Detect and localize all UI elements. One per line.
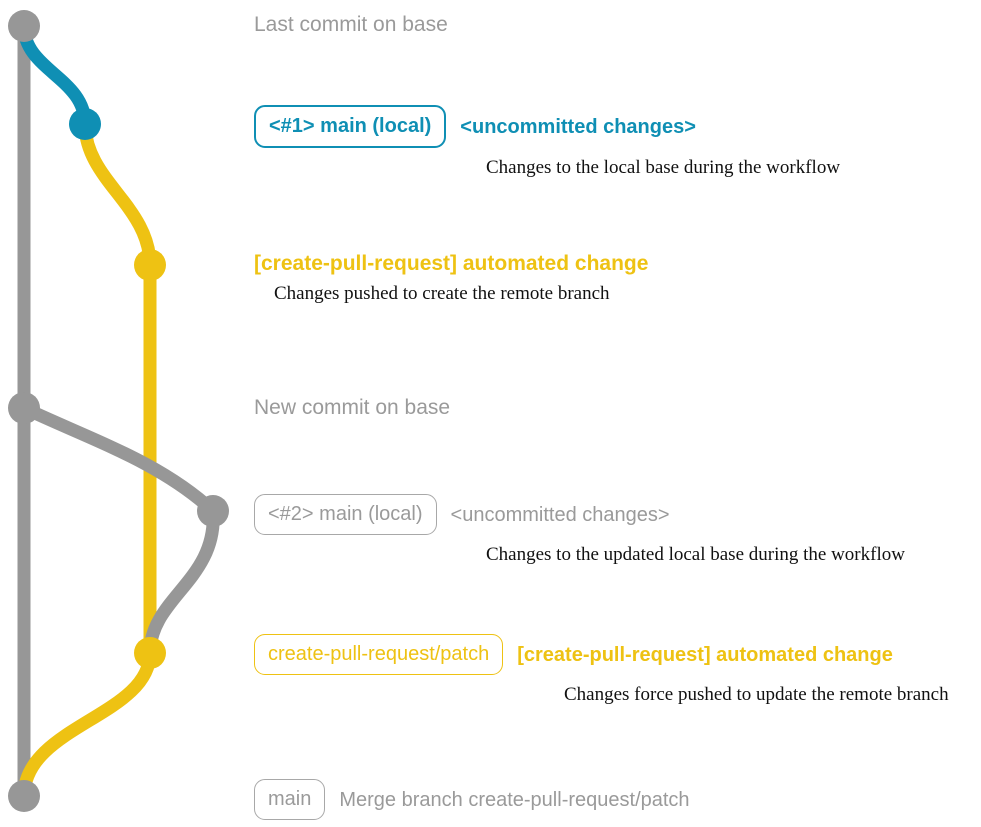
commit-subject-last-commit-on-base: Last commit on base bbox=[254, 13, 448, 36]
commit-note-create-pull-request-automated-change-2: Changes force pushed to update the remot… bbox=[564, 684, 949, 705]
row-create-pull-request-automated-change-1: [create-pull-request] automated change C… bbox=[254, 253, 648, 305]
ref-badge-main[interactable]: main bbox=[254, 779, 326, 820]
ref-badge-create-pull-request-patch[interactable]: create-pull-request/patch bbox=[254, 634, 504, 675]
row-line: <#1> main (local) <uncommitted changes> bbox=[254, 105, 840, 148]
row-uncommitted-changes-1: <#1> main (local) <uncommitted changes> … bbox=[254, 105, 840, 179]
commit-subject-new-commit-on-base: New commit on base bbox=[254, 396, 451, 419]
commit-subject-create-pull-request-automated-change-1: [create-pull-request] automated change bbox=[254, 252, 649, 275]
node-local-commit-2[interactable] bbox=[197, 495, 229, 527]
edge-base-to-local-2 bbox=[17, 401, 220, 518]
commit-note-uncommitted-changes-2: Changes to the updated local base during… bbox=[486, 544, 905, 565]
row-uncommitted-changes-2: <#2> main (local) <uncommitted changes> … bbox=[254, 494, 905, 566]
ref-badge-main-local-2[interactable]: <#2> main (local) bbox=[254, 494, 437, 535]
commit-subject-merge-branch: Merge branch create-pull-request/patch bbox=[339, 788, 690, 811]
node-merge-commit[interactable] bbox=[8, 780, 40, 812]
commit-note-create-pull-request-automated-change-1: Changes pushed to create the remote bran… bbox=[274, 283, 610, 304]
row-new-commit-on-base: New commit on base bbox=[254, 397, 450, 418]
edge-local-1-to-patch-1 bbox=[78, 117, 157, 272]
row-line: create-pull-request/patch [create-pull-r… bbox=[254, 634, 949, 675]
commit-subject-uncommitted-changes-1: <uncommitted changes> bbox=[460, 115, 696, 138]
row-last-commit-on-base: Last commit on base bbox=[254, 14, 448, 35]
row-merge-branch: main Merge branch create-pull-request/pa… bbox=[254, 779, 690, 820]
edge-local-2-to-patch-2 bbox=[143, 504, 220, 660]
row-line: Last commit on base bbox=[254, 14, 448, 35]
ref-badge-main-local-1[interactable]: <#1> main (local) bbox=[254, 105, 447, 148]
node-base-new-commit[interactable] bbox=[8, 392, 40, 424]
row-create-pull-request-automated-change-2: create-pull-request/patch [create-pull-r… bbox=[254, 634, 949, 706]
row-line: main Merge branch create-pull-request/pa… bbox=[254, 779, 690, 820]
commit-note-uncommitted-changes-1: Changes to the local base during the wor… bbox=[486, 157, 841, 178]
node-patch-commit-1[interactable] bbox=[134, 249, 166, 281]
node-local-commit-1[interactable] bbox=[69, 108, 101, 140]
edge-patch-2-to-merge bbox=[17, 646, 157, 803]
row-line: New commit on base bbox=[254, 397, 450, 418]
row-line: <#2> main (local) <uncommitted changes> bbox=[254, 494, 905, 535]
commit-subject-uncommitted-changes-2: <uncommitted changes> bbox=[450, 503, 670, 526]
row-line: [create-pull-request] automated change bbox=[254, 253, 648, 274]
node-base-head[interactable] bbox=[8, 10, 40, 42]
node-patch-commit-2[interactable] bbox=[134, 637, 166, 669]
commit-subject-create-pull-request-automated-change-2: [create-pull-request] automated change bbox=[517, 643, 893, 666]
